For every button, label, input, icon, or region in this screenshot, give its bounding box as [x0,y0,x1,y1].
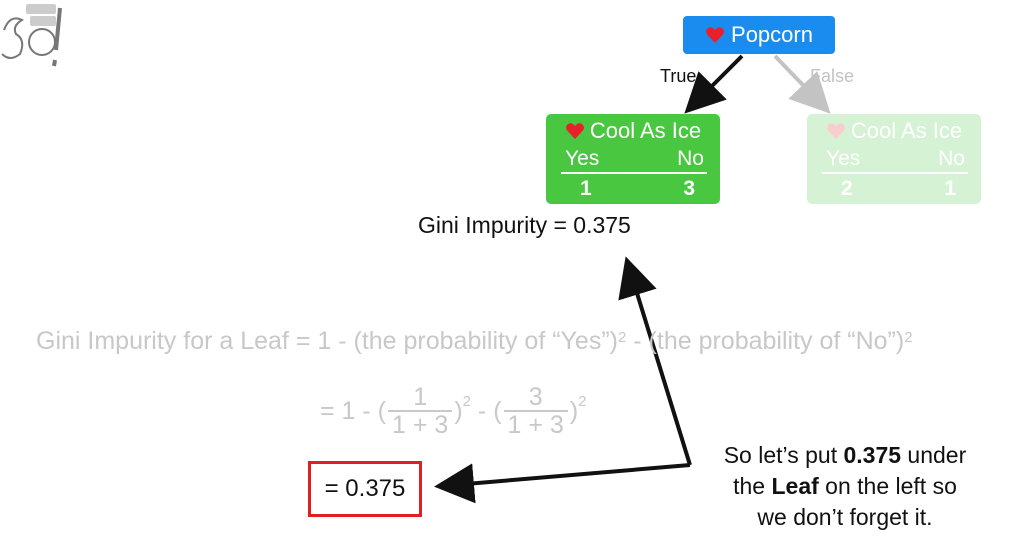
pointer-to-result-arrow [434,463,691,504]
explanation-note: So let’s put 0.375 under the Leaf on the… [690,440,1000,533]
calc-exponent-1: 2 [462,392,471,410]
left-leaf-no-count: 3 [683,177,695,200]
note-line2-post: on the left so [818,473,957,499]
gini-calculation: = 1 - ( 1 1 + 3 )2 - ( 3 1 + 3 )2 [320,384,587,438]
calc-close-2: ) [569,396,579,425]
note-line1-post: under [901,442,967,468]
formula-exponent-2: 2 [904,329,913,346]
heart-icon [826,123,845,139]
left-leaf-node: Cool As Ice Yes No 1 3 [546,114,720,204]
right-leaf-title: Cool As Ice [850,118,963,143]
gini-formula: Gini Impurity for a Leaf = 1 - (the prob… [36,327,913,356]
formula-exponent-1: 2 [617,329,627,346]
fraction-no-denominator: 1 + 3 [503,410,568,438]
calc-exponent-2: 2 [578,392,587,410]
result-value: = 0.375 [324,475,406,502]
left-leaf-yes-label: Yes [565,147,600,170]
heart-icon [565,123,584,139]
fraction-no: 3 1 + 3 [503,383,568,438]
left-leaf-yes-count: 1 [580,177,592,200]
note-line1-bold: 0.375 [843,442,902,468]
left-leaf-gini-impurity: Gini Impurity = 0.375 [418,212,631,238]
true-edge-arrow [684,54,744,114]
fraction-yes-numerator: 1 [413,383,428,411]
note-line2-pre: the [733,473,772,499]
right-leaf-node: Cool As Ice Yes No 2 1 [807,114,981,204]
root-node-popcorn: Popcorn [683,16,835,54]
calc-close-1: ) [454,396,463,425]
left-leaf-title: Cool As Ice [589,118,702,143]
right-leaf-no-label: No [938,147,965,170]
false-edge-arrow [773,54,831,114]
pointer-arrow [618,256,692,466]
formula-part-2: - (the probability of “No”) [626,327,905,355]
right-leaf-divider [822,172,968,174]
left-leaf-no-label: No [677,147,704,170]
note-line2-bold: Leaf [771,473,819,499]
left-leaf-divider [561,172,707,174]
note-line1-pre: So let’s put [723,442,844,468]
fraction-no-numerator: 3 [528,383,543,411]
right-leaf-yes-count: 2 [841,177,853,200]
right-leaf-yes-label: Yes [826,147,861,170]
false-edge-label: False [810,66,855,86]
fraction-yes: 1 1 + 3 [388,383,453,438]
heart-icon [706,27,725,43]
calc-minus: - ( [470,396,502,425]
root-node-label: Popcorn [731,22,813,47]
right-leaf-no-count: 1 [944,177,956,200]
true-edge-label: True [660,66,697,86]
formula-part-1: Gini Impurity for a Leaf = 1 - (the prob… [36,327,618,355]
result-box: = 0.375 [308,461,422,517]
bam-logo [1,4,62,67]
calc-prefix: = 1 - ( [320,396,386,425]
note-line3: we don’t forget it. [757,504,933,530]
fraction-yes-denominator: 1 + 3 [388,410,453,438]
